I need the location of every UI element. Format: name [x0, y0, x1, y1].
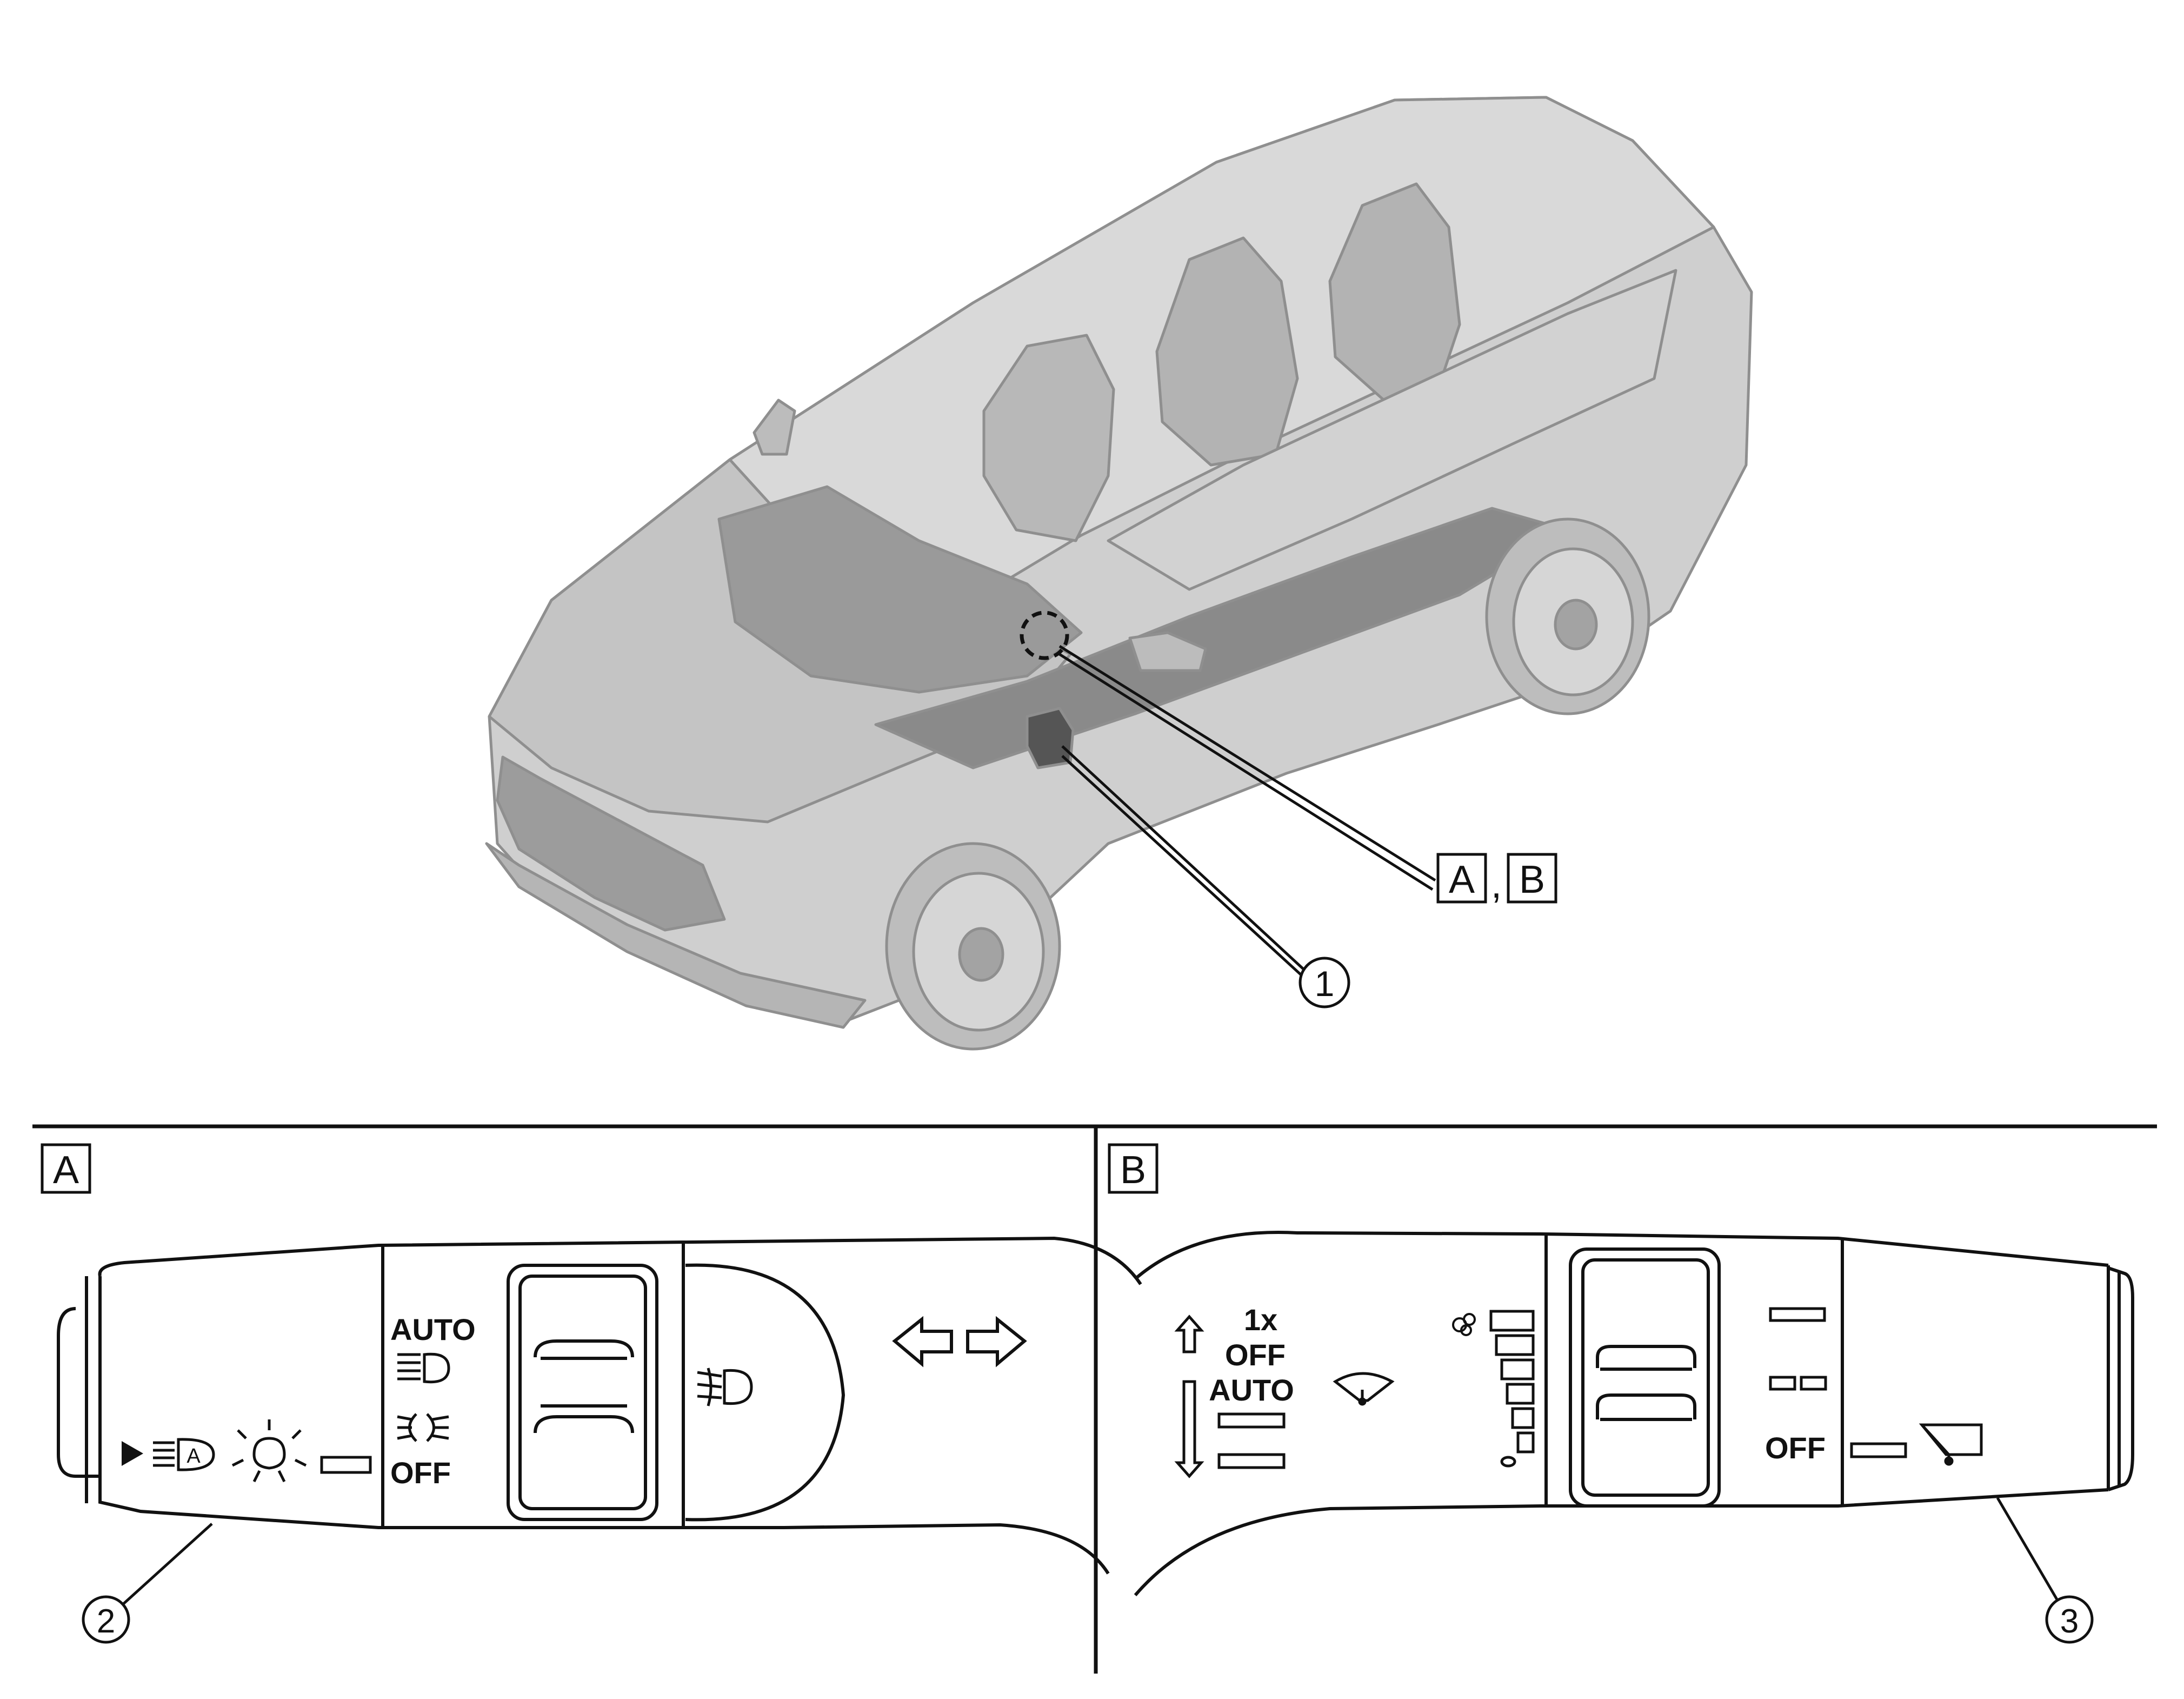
wiper-up-arrow-icon — [1174, 1315, 1204, 1353]
wiper-low-position-bar — [1217, 1412, 1286, 1429]
callout-ab-comma: , — [1491, 863, 1502, 906]
callout-2-number: 2 — [97, 1603, 115, 1640]
leader-line-1 — [1061, 745, 1312, 977]
rear-wiper-continuous-bar — [1769, 1307, 1826, 1322]
callout-1-number: 1 — [1315, 964, 1335, 1004]
wiper-high-position-bar — [1217, 1453, 1286, 1469]
vehicle-second-row-seat — [1155, 236, 1299, 467]
callout-1: 1 — [1299, 957, 1350, 1008]
lighting-switch-knob[interactable] — [507, 1264, 658, 1521]
fog-switch-ring[interactable] — [685, 1263, 845, 1522]
vehicle-front-bumper — [485, 842, 867, 1029]
rear-wiper-intermittent-bar-1 — [1769, 1376, 1796, 1391]
vehicle-grille — [496, 755, 726, 932]
panel-a-off-label: OFF — [390, 1456, 451, 1490]
panel-b: B 1x OFF AUTO — [1108, 1143, 2134, 1644]
headlamp-icon — [397, 1352, 450, 1384]
svg-text:A: A — [187, 1445, 201, 1468]
vehicle-left-mirror — [753, 399, 796, 456]
callout-ab-letter-b: B — [1519, 858, 1545, 901]
vehicle-front-wheel — [885, 842, 1061, 1051]
wiper-down-arrow-icon — [1174, 1380, 1204, 1478]
vehicle-side-window — [1107, 269, 1677, 591]
panel-b-rear-off-label: OFF — [1765, 1431, 1826, 1465]
callout-ab-letter-a: A — [1449, 858, 1475, 901]
panel-b-off-label: OFF — [1225, 1338, 1286, 1372]
leader-line-3 — [1996, 1497, 2064, 1610]
callout-leaders — [1058, 645, 1436, 983]
turn-signal-arrows-icon — [892, 1316, 1027, 1368]
panel-b-1x-label: 1x — [1244, 1303, 1277, 1337]
wiper-switch-stalk — [1134, 1231, 2134, 1596]
sensitivity-scale — [1489, 1310, 1535, 1468]
side-lamp-icon — [231, 1419, 307, 1483]
vehicle-right-mirror — [1128, 631, 1207, 672]
parking-light-icon — [397, 1413, 449, 1442]
callout-ab: A , B — [1436, 853, 1557, 906]
leader-line-ab-bar — [1058, 653, 1434, 891]
vehicle-third-row-seat — [1328, 182, 1461, 402]
dashed-circle-marker — [1020, 610, 1069, 660]
rear-wiper-off-bar — [1850, 1442, 1907, 1458]
vehicle-front-seat — [982, 334, 1115, 542]
callout-3-number: 3 — [2060, 1603, 2079, 1640]
panel-a-auto-label: AUTO — [390, 1312, 476, 1346]
position-indicator-icon — [122, 1441, 143, 1466]
panel-b-auto-label: AUTO — [1209, 1373, 1294, 1407]
headlamp-auto-icon: A — [153, 1438, 215, 1471]
washer-icon — [1919, 1423, 1983, 1466]
wiper-icon — [1333, 1372, 1395, 1406]
leader-line-2 — [115, 1523, 213, 1611]
panel-b-letter: B — [1120, 1149, 1146, 1192]
fog-light-icon — [697, 1368, 753, 1406]
wiper-switch-knob[interactable] — [1569, 1247, 1721, 1508]
off-position-bar — [320, 1456, 372, 1474]
rain-sensitivity-icon — [1452, 1313, 1476, 1336]
vehicle-illustration — [485, 96, 1753, 1051]
panel-a: A — [41, 1143, 1142, 1644]
leader-line-ab — [1058, 645, 1436, 882]
panel-a-letter: A — [53, 1149, 79, 1192]
lighting-switch-stalk — [57, 1236, 1142, 1575]
leader-line-1-bar — [1061, 755, 1309, 983]
vehicle-rear-wheel — [1485, 517, 1650, 715]
rear-wiper-intermittent-bar-2 — [1800, 1376, 1827, 1391]
